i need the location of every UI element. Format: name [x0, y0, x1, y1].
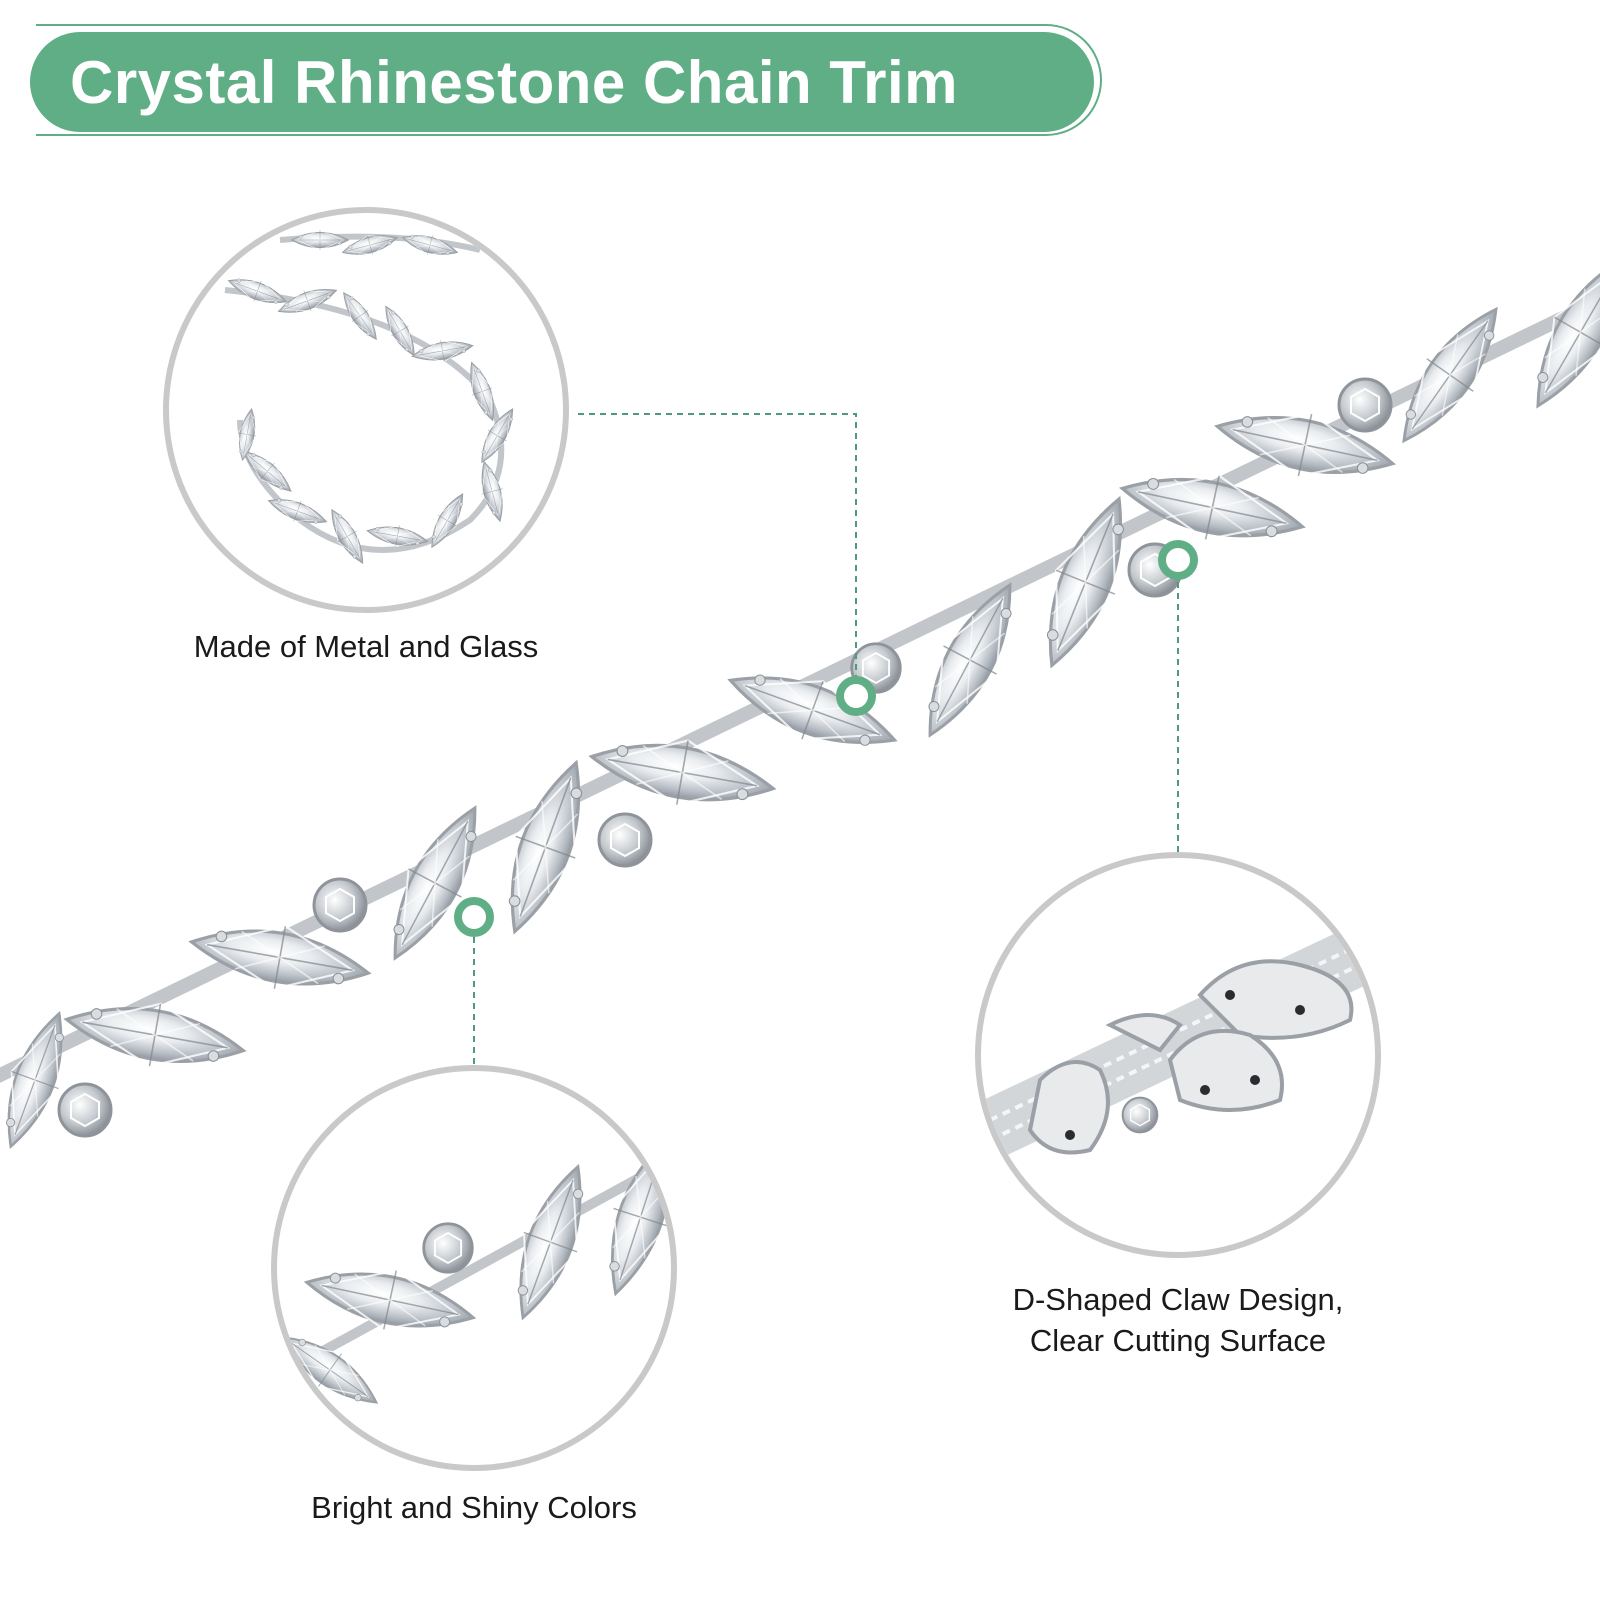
round-stone [57, 1082, 113, 1138]
marquise-stone [1379, 291, 1521, 459]
round-stone [312, 877, 368, 933]
leader-line-material [578, 413, 857, 680]
caption-claw-line1: D-Shaped Claw Design, [1012, 1282, 1344, 1317]
leader-lines [473, 413, 1179, 1068]
marquise-stone [1113, 454, 1311, 561]
callout-marker-material [836, 676, 876, 716]
caption-claw-line2: Clear Cutting Surface [1029, 1323, 1327, 1358]
title-outline [36, 24, 1102, 136]
title-banner: Crystal Rhinestone Chain Trim [30, 32, 1094, 132]
detail-circle-claw [975, 852, 1381, 1258]
caption-colors: Bright and Shiny Colors [311, 1490, 637, 1525]
marquise-stone [483, 750, 608, 945]
detail-circle-colors [271, 1065, 677, 1471]
callout-marker-claw [1158, 540, 1198, 580]
rhinestone-chain [0, 241, 1600, 1157]
page-title: Crystal Rhinestone Chain Trim [70, 48, 959, 116]
detail-circle-material [163, 207, 569, 613]
marquise-stone [1020, 485, 1151, 679]
round-stone [1337, 377, 1393, 433]
callout-marker-colors [454, 897, 494, 937]
round-stone [597, 812, 653, 868]
caption-material: Made of Metal and Glass [193, 629, 539, 664]
